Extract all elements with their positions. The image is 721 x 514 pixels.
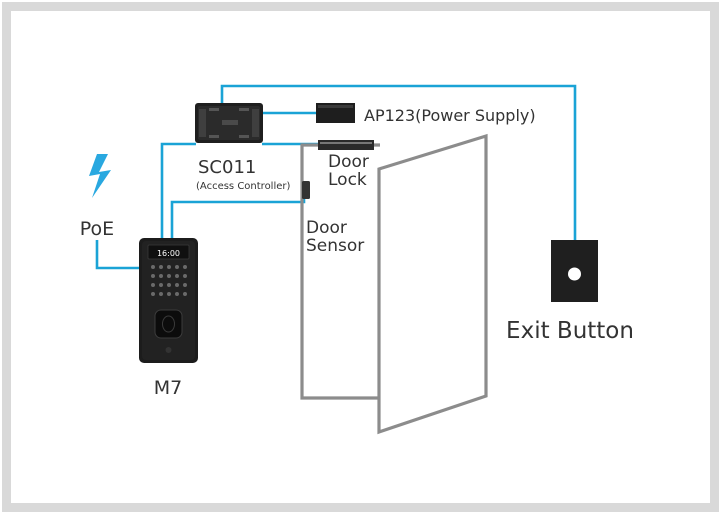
power-supply: AP123(Power Supply) [316, 103, 536, 125]
controller-sublabel: (Access Controller) [196, 181, 291, 192]
door-lock-label-line1: Door [328, 152, 369, 172]
wire-controller-exit-button [220, 84, 577, 240]
lightning-bolt-icon [89, 154, 111, 198]
exit-button: Exit Button [506, 240, 634, 344]
door-leaf [377, 133, 488, 435]
reader-screen-time: 16:00 [157, 249, 180, 258]
access-controller: SC011 (Access Controller) [195, 103, 291, 192]
poe-source: PoE [80, 154, 114, 240]
exit-button-knob [568, 267, 581, 281]
wire-controller-reader [160, 142, 196, 240]
reader-keypad [151, 265, 187, 296]
door-lock-label-line2: Lock [328, 170, 367, 190]
power-supply-label: AP123(Power Supply) [364, 106, 536, 125]
wire-reader-door-sensor [170, 190, 306, 240]
door-sensor-device [302, 181, 310, 199]
door-lock-device [318, 140, 374, 150]
controller-label: SC011 [198, 157, 256, 178]
door-lock: Door Lock [318, 140, 374, 190]
door [300, 133, 488, 435]
reader-screen [147, 244, 190, 260]
door-sensor: Door Sensor [302, 181, 364, 256]
door-sensor-label-line1: Door [306, 218, 347, 238]
door-sensor-label-line2: Sensor [306, 236, 364, 256]
fingerprint-sensor [154, 309, 183, 339]
wire-poe-reader [95, 240, 140, 270]
wires [95, 84, 577, 270]
exit-button-label: Exit Button [506, 318, 634, 344]
reader-label: M7 [154, 377, 182, 399]
fingerprint-reader: 16:00 M7 [139, 238, 198, 399]
poe-label: PoE [80, 218, 114, 240]
